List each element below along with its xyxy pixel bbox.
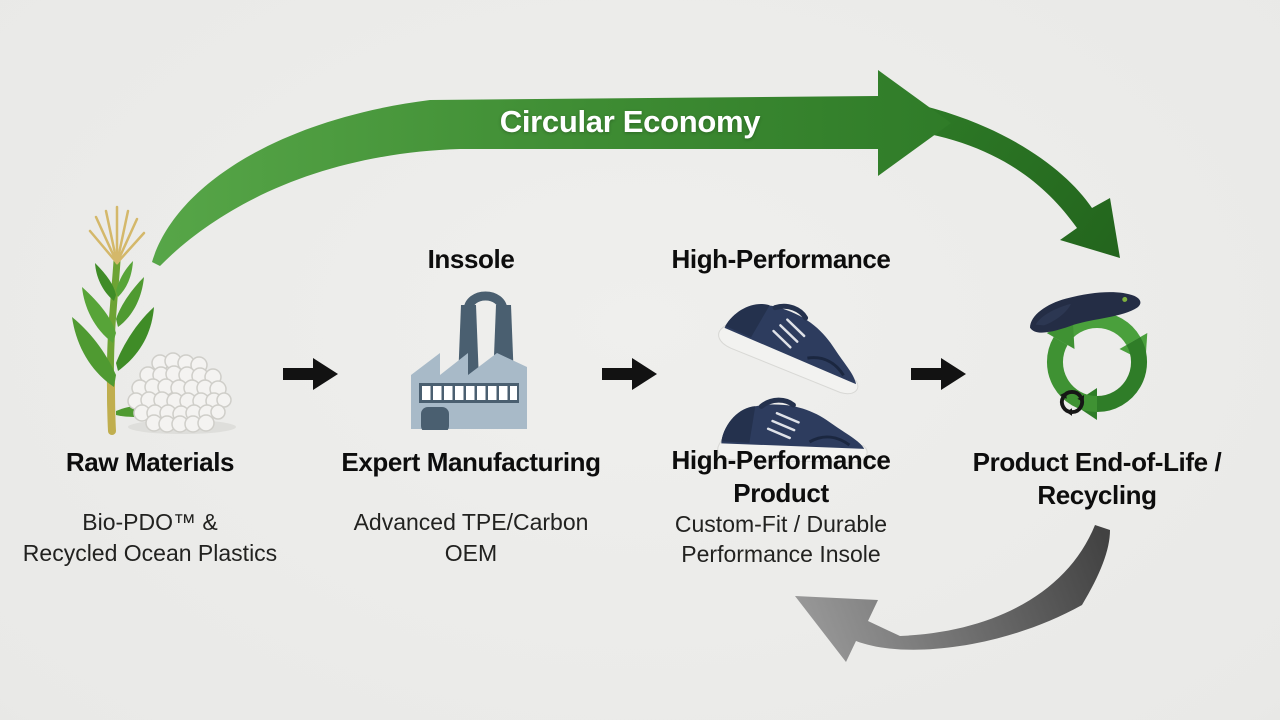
flow-arrow-1 bbox=[283, 358, 338, 390]
stage-mfg-subtitle: Advanced TPE/Carbon OEM bbox=[321, 507, 621, 569]
stage-product-title-line1: High-Performance bbox=[671, 445, 891, 475]
banner-title: Circular Economy bbox=[430, 104, 830, 140]
stage-product-title-line2: Product bbox=[733, 478, 829, 508]
recycling-arrows-icon bbox=[1035, 318, 1151, 426]
flow-arrow-3 bbox=[911, 358, 966, 390]
stage-product-title: High-Performance Product bbox=[631, 444, 931, 510]
plastic-pellets-icon bbox=[127, 352, 236, 434]
stage-product-heading: High-Performance bbox=[671, 244, 891, 274]
stage-raw-subtitle-line1: Bio-PDO™ & bbox=[82, 509, 218, 535]
return-arrow bbox=[795, 525, 1110, 662]
stage-mfg-title: Expert Manufacturing bbox=[341, 447, 601, 477]
flow-arrow-2 bbox=[602, 358, 657, 390]
stage-product-subtitle-line2: Performance Insole bbox=[681, 541, 881, 567]
stage-mfg-subtitle-line1: Advanced TPE/Carbon bbox=[353, 509, 589, 535]
stage-eol-title-line2: Recycling bbox=[1037, 480, 1157, 510]
stage-product-subtitle-line1: Custom-Fit / Durable bbox=[674, 511, 888, 537]
sneaker-top bbox=[715, 284, 877, 402]
stage-eol-title-line1: Product End-of-Life / bbox=[972, 447, 1222, 477]
banner-label: Circular Economy bbox=[499, 104, 761, 139]
stage-raw-subtitle-line2: Recycled Ocean Plastics bbox=[22, 540, 278, 566]
insole-icon bbox=[1030, 292, 1141, 333]
stage-mfg-subtitle-line2: OEM bbox=[444, 540, 498, 566]
stage-raw-subtitle: Bio-PDO™ & Recycled Ocean Plastics bbox=[0, 507, 300, 569]
circular-economy-ribbon-arrow bbox=[152, 70, 951, 266]
corn-plant-and-pellets-icon bbox=[72, 205, 236, 435]
stage-eol-title: Product End-of-Life / Recycling bbox=[947, 446, 1247, 512]
stage-raw-title: Raw Materials bbox=[65, 447, 235, 477]
stage-mfg-heading: Inssole bbox=[427, 244, 515, 274]
stage-product-subtitle: Custom-Fit / Durable Performance Insole bbox=[631, 509, 931, 569]
corn-plant-icon bbox=[72, 205, 172, 435]
factory-icon bbox=[411, 291, 527, 430]
recycling-arrows-with-insole-icon bbox=[1020, 292, 1176, 437]
